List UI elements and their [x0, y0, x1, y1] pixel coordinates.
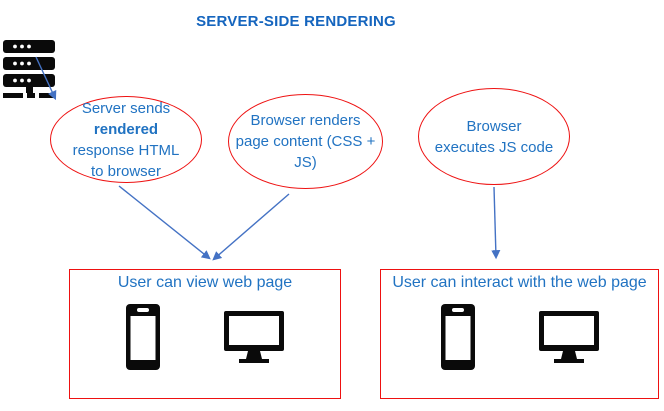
- box-user-can-view-web-page: User can view web page: [69, 269, 341, 399]
- ellipse-line: Browser: [466, 117, 522, 135]
- arrow-ellipse1-to-view-box: [118, 185, 211, 260]
- arrow-ellipse3-to-interact-box: [491, 186, 501, 260]
- monitor-icon: [224, 311, 284, 363]
- ellipse-line: page content (CSS +: [235, 133, 376, 150]
- ellipse-line: Browser renders: [250, 112, 361, 129]
- arrow-ellipse2-to-view-box: [212, 193, 290, 261]
- ellipse-browser-executes-js: Browser executes JS code: [418, 88, 570, 185]
- ellipse-line: Server sends: [81, 99, 171, 117]
- ellipse-line: to browser: [90, 162, 162, 180]
- ellipse-browser-renders-page-content: Browser renders page content (CSS + JS): [228, 94, 383, 189]
- ellipse-server-sends-rendered-html: Server sends rendered response HTML to b…: [50, 96, 202, 183]
- device-icon-row: [440, 304, 599, 370]
- page-title: SERVER-SIDE RENDERING: [196, 13, 396, 30]
- smartphone-icon: [440, 304, 475, 370]
- ellipse-line: response HTML: [72, 141, 180, 159]
- box-label: User can view web page: [117, 274, 293, 291]
- ellipse-line-emphasis: rendered: [93, 120, 159, 138]
- server-icon: [3, 40, 55, 98]
- box-user-can-interact-web-page: User can interact with the web page: [380, 269, 659, 399]
- ellipse-line: executes JS code: [434, 138, 554, 156]
- monitor-icon: [538, 311, 599, 363]
- ellipse-line: JS): [294, 154, 317, 171]
- smartphone-icon: [126, 304, 160, 370]
- box-label: User can interact with the web page: [392, 274, 647, 291]
- device-icon-row: [126, 304, 284, 370]
